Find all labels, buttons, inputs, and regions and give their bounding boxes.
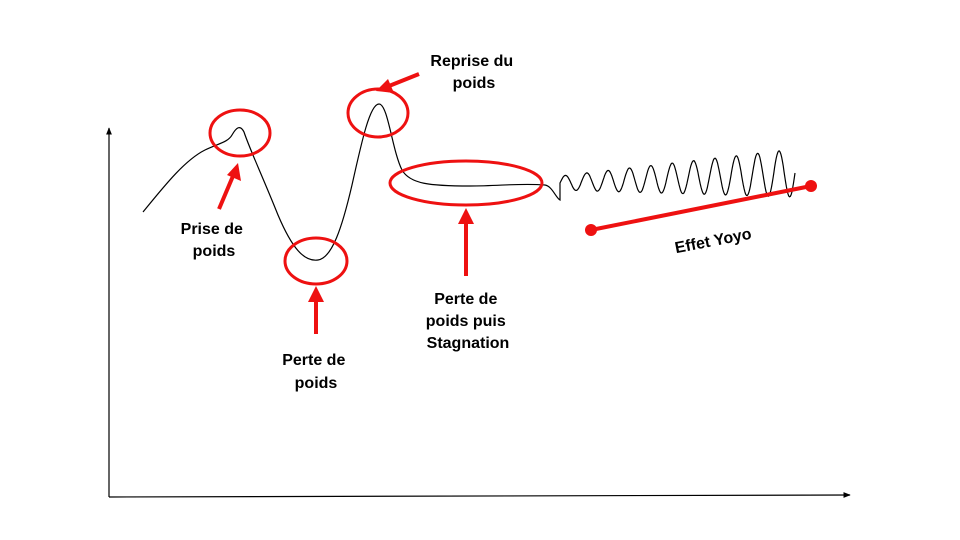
weight-curve (142, 103, 796, 261)
prise-arrow (217, 163, 241, 210)
annotation-arrows (217, 72, 817, 334)
perte-ellipse (283, 236, 349, 286)
yoyo-label: Effet Yoyo (674, 226, 754, 258)
reprise-ellipse (346, 87, 410, 139)
perte-label: Perte de poids (282, 352, 350, 392)
yoyo-trend-line (585, 180, 817, 236)
perte-arrow (308, 286, 324, 334)
prise-label: Prise de poids (181, 221, 248, 260)
stagnation-ellipse (388, 159, 544, 207)
stagnation-arrow (458, 208, 474, 276)
yoyo-start-dot (585, 224, 597, 236)
stagnation-label: Perte de poids puis Stagnation (426, 291, 510, 352)
prise-ellipse (208, 108, 272, 158)
axes (106, 127, 851, 498)
highlight-ellipses (208, 87, 544, 286)
yoyo-end-dot (805, 180, 817, 192)
x-axis (108, 492, 851, 498)
reprise-arrow (376, 72, 420, 93)
reprise-label: Reprise du poids (430, 53, 517, 92)
